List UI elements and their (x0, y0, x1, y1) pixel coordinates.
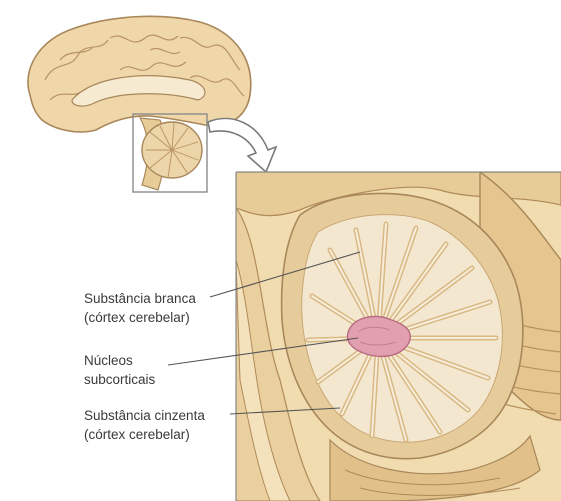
label-white-matter: Substância branca (córtex cerebelar) (84, 289, 196, 327)
label-subcortical-nuclei: Núcleos subcorticais (84, 351, 155, 389)
label-white-matter-line1: Substância branca (84, 289, 196, 308)
enlarged-cerebellum-panel (236, 172, 561, 501)
label-nuclei-line1: Núcleos (84, 351, 155, 370)
label-grey-matter: Substância cinzenta (córtex cerebelar) (84, 406, 205, 444)
label-grey-matter-line1: Substância cinzenta (84, 406, 205, 425)
label-grey-matter-line2: (córtex cerebelar) (84, 425, 205, 444)
label-white-matter-line2: (córtex cerebelar) (84, 308, 196, 327)
zoom-arrow (208, 118, 276, 172)
label-nuclei-line2: subcorticais (84, 370, 155, 389)
brain-sagittal-thumbnail (28, 16, 251, 192)
